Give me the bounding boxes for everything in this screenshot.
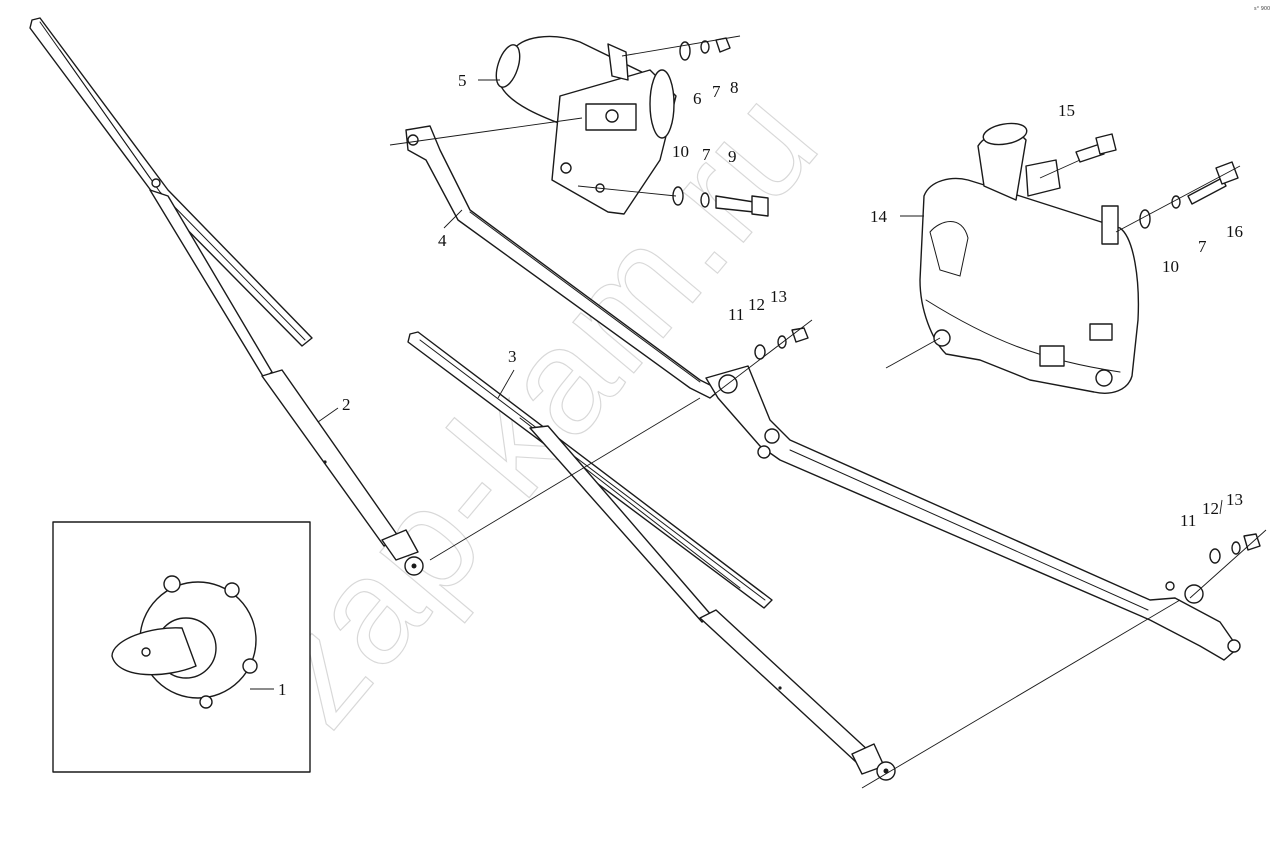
linkage-rod	[405, 125, 1241, 661]
callout-14: 14	[870, 207, 888, 226]
callout-16: 16	[1226, 222, 1243, 241]
callout-15: 15	[1058, 101, 1075, 120]
leader-lines	[250, 35, 1267, 789]
right-wiper-arm	[529, 425, 896, 781]
left-wiper-blade	[29, 17, 313, 347]
callout-7-reservoir: 7	[1198, 237, 1207, 256]
callout-11-center: 11	[728, 305, 744, 324]
hardware-11-12-13-center	[754, 327, 809, 360]
hardware-10-7-9	[672, 186, 769, 217]
callout-labels: 1 2 3 4 5 6 7 8 10 7 9 14 15 10 7 16 11 …	[278, 71, 1243, 699]
callout-5: 5	[458, 71, 467, 90]
left-wiper-arm	[149, 189, 424, 576]
callout-3: 3	[508, 347, 517, 366]
callout-7-motor-bottom: 7	[702, 145, 711, 164]
callout-13-right: 13	[1226, 490, 1243, 509]
hardware-6-7-8	[679, 37, 731, 61]
callout-11-right: 11	[1180, 511, 1196, 530]
hardware-11-12-13-right	[1209, 533, 1261, 564]
callout-12-right: 12	[1202, 499, 1219, 518]
callout-13-center: 13	[770, 287, 787, 306]
callout-1: 1	[278, 680, 287, 699]
callout-8: 8	[730, 78, 739, 97]
callout-12-center: 12	[748, 295, 765, 314]
corner-code: s° 900	[1254, 6, 1270, 12]
callout-6: 6	[693, 89, 702, 108]
hardware-15	[1075, 133, 1117, 163]
callout-10-reservoir: 10	[1162, 257, 1179, 276]
callout-9: 9	[728, 147, 737, 166]
callout-10-motor: 10	[672, 142, 689, 161]
wiper-motor	[495, 35, 677, 215]
inset-wiper-pivot	[111, 575, 258, 709]
washer-reservoir	[919, 122, 1140, 394]
hardware-10-7-16	[1139, 161, 1239, 229]
callout-4: 4	[438, 231, 447, 250]
callout-2: 2	[342, 395, 351, 414]
callout-7-motor-top: 7	[712, 82, 721, 101]
